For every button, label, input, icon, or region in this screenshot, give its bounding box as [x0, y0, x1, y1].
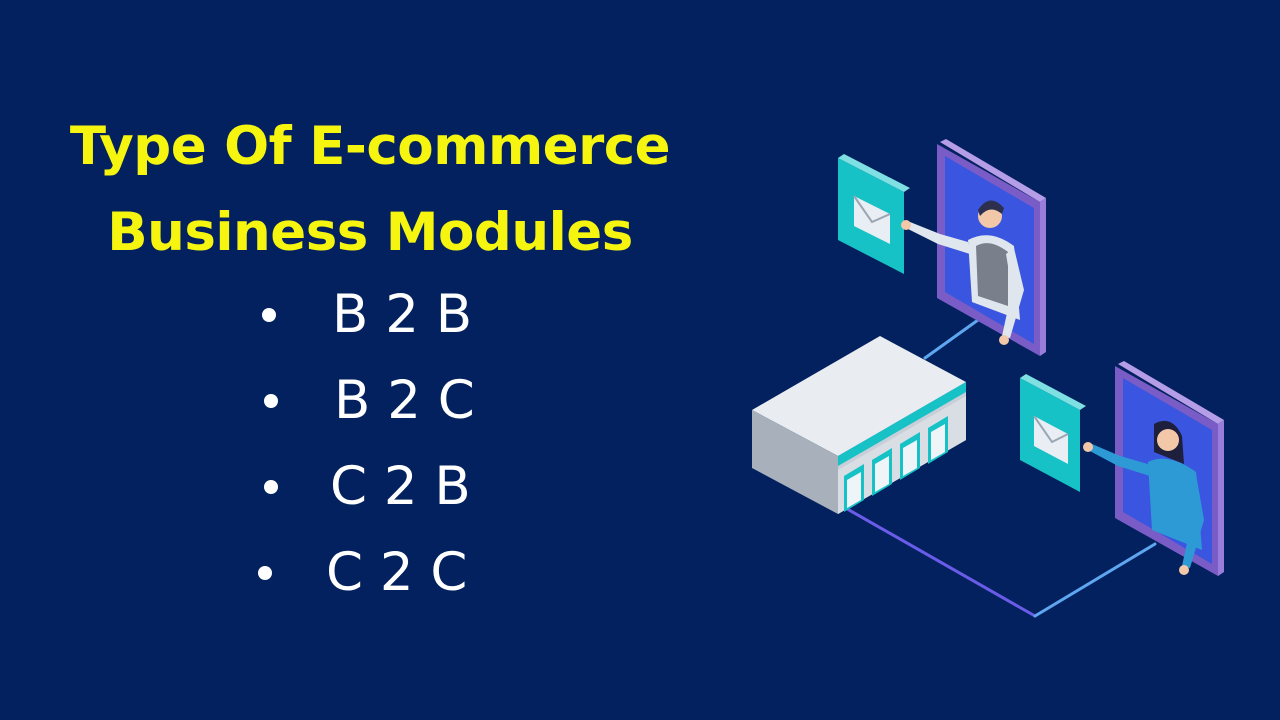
- bullet-label: B 2 B: [332, 284, 473, 345]
- businessman-icon: [901, 200, 1024, 345]
- bullet-dot-icon: [264, 480, 278, 494]
- connection-line-icon: [833, 318, 1157, 618]
- bullet-dot-icon: [262, 308, 276, 322]
- slide-title: Type Of E-commerce Business Modules: [0, 104, 740, 276]
- bullet-label: C 2 C: [326, 542, 468, 603]
- bullet-label: C 2 B: [330, 456, 471, 517]
- envelope-icon: [1020, 374, 1086, 492]
- bullet-dot-icon: [264, 394, 278, 408]
- businesswoman-icon: [1083, 420, 1204, 575]
- ecommerce-illustration: [752, 139, 1224, 618]
- title-line-1: Type Of E-commerce: [69, 116, 671, 177]
- bullet-dot-icon: [258, 566, 272, 580]
- bullet-label: B 2 C: [334, 370, 475, 431]
- title-line-2: Business Modules: [107, 202, 633, 263]
- server-icon: [752, 336, 966, 514]
- envelope-icon: [838, 154, 910, 274]
